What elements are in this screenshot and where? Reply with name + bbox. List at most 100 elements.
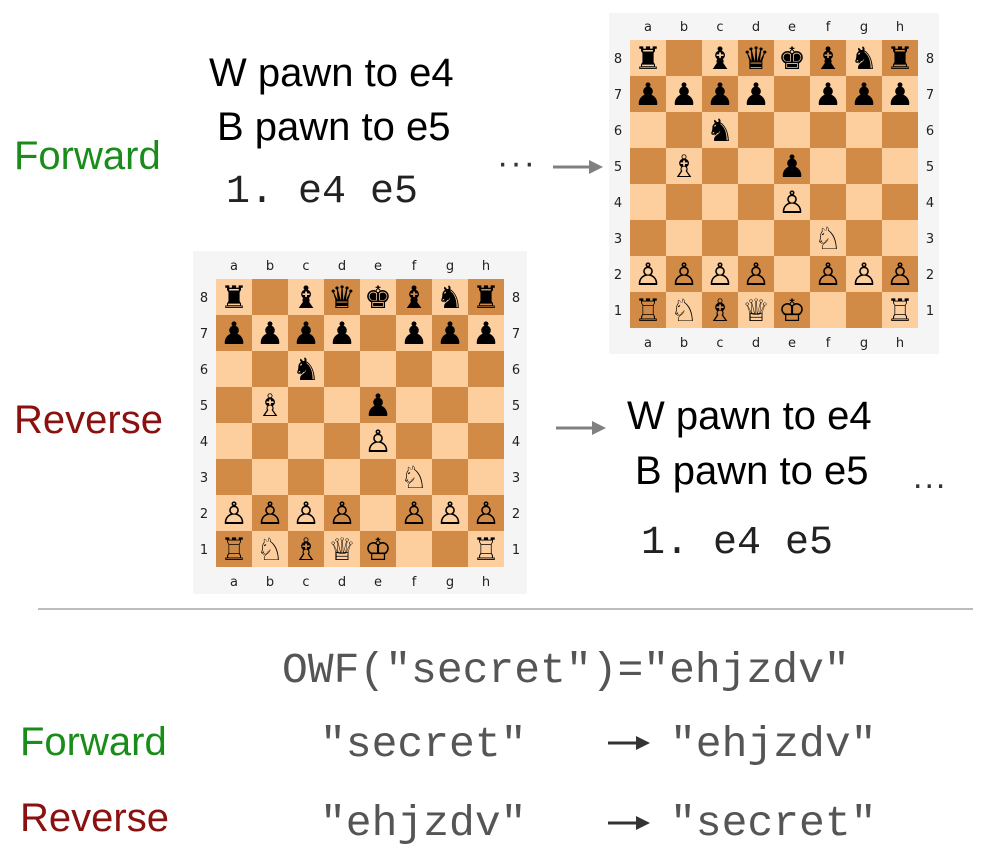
board-square-d1 bbox=[738, 292, 774, 328]
board-square-c6 bbox=[288, 351, 324, 387]
owf-forward-label: Forward bbox=[20, 720, 167, 764]
chess-piece: ♝ bbox=[706, 41, 734, 77]
chess-piece: ♟ bbox=[850, 77, 878, 113]
board-square-c6 bbox=[702, 112, 738, 148]
board-square-c5 bbox=[702, 148, 738, 184]
board-square-g2 bbox=[432, 495, 468, 531]
board-square-b6 bbox=[252, 351, 288, 387]
owf-equation: OWF("secret")="ehjzdv" bbox=[282, 646, 850, 695]
board-square-b2 bbox=[252, 495, 288, 531]
board-square-h5 bbox=[468, 387, 504, 423]
file-label-bottom: g bbox=[446, 575, 454, 590]
board-square-e7 bbox=[360, 315, 396, 351]
file-label-bottom: d bbox=[752, 336, 760, 351]
chess-piece: ♚ bbox=[778, 41, 806, 77]
chess-piece: ♚ bbox=[364, 280, 392, 316]
board-square-f5 bbox=[810, 148, 846, 184]
board-square-b7 bbox=[252, 315, 288, 351]
board-square-d6 bbox=[738, 112, 774, 148]
rank-label-left: 3 bbox=[200, 471, 208, 486]
file-label-bottom: c bbox=[716, 336, 723, 351]
board-square-c1 bbox=[702, 292, 738, 328]
rank-label-right: 2 bbox=[926, 268, 934, 283]
file-label-top: h bbox=[482, 259, 490, 274]
board-square-h7 bbox=[468, 315, 504, 351]
chess-piece: ♙ bbox=[850, 257, 878, 293]
rank-label-left: 2 bbox=[200, 507, 208, 522]
board-square-a3 bbox=[630, 220, 666, 256]
chess-board-reverse-svg: ♜♝♛♚♝♞♜♟♟♟♟♟♟♟♞♗♟♙♘♙♙♙♙♙♙♙♖♘♗♕♔♖aabbccdd… bbox=[200, 259, 520, 590]
board-square-b6 bbox=[666, 112, 702, 148]
chess-piece: ♟ bbox=[400, 316, 428, 352]
board-square-g5 bbox=[846, 148, 882, 184]
board-square-d7 bbox=[324, 315, 360, 351]
board-square-g4 bbox=[846, 184, 882, 220]
board-square-c7 bbox=[288, 315, 324, 351]
board-square-a1 bbox=[216, 531, 252, 567]
board-square-e5 bbox=[774, 148, 810, 184]
chess-piece: ♖ bbox=[472, 532, 500, 568]
chess-piece: ♙ bbox=[742, 257, 770, 293]
rank-label-right: 5 bbox=[512, 399, 520, 414]
chess-piece: ♖ bbox=[220, 532, 248, 568]
board-square-d1 bbox=[324, 531, 360, 567]
reverse-move-white: W pawn to e4 bbox=[627, 394, 872, 438]
chess-piece: ♙ bbox=[472, 496, 500, 532]
chess-piece: ♙ bbox=[364, 424, 392, 460]
chess-piece: ♟ bbox=[436, 316, 464, 352]
file-label-top: b bbox=[680, 20, 688, 35]
chess-piece: ♙ bbox=[220, 496, 248, 532]
board-square-h8 bbox=[468, 279, 504, 315]
chess-piece: ♟ bbox=[670, 77, 698, 113]
board-square-f4 bbox=[810, 184, 846, 220]
board-square-a6 bbox=[630, 112, 666, 148]
board-square-e4 bbox=[774, 184, 810, 220]
board-square-b2 bbox=[666, 256, 702, 292]
board-square-h3 bbox=[882, 220, 918, 256]
rank-label-left: 4 bbox=[614, 196, 622, 211]
forward-chess-label: Forward bbox=[14, 134, 161, 178]
board-square-g6 bbox=[846, 112, 882, 148]
chess-piece: ♙ bbox=[706, 257, 734, 293]
board-square-f3 bbox=[396, 459, 432, 495]
reverse-chess-label: Reverse bbox=[14, 398, 163, 442]
chess-piece: ♖ bbox=[886, 293, 914, 329]
chess-piece: ♙ bbox=[670, 257, 698, 293]
chess-piece: ♞ bbox=[706, 113, 734, 149]
board-square-c7 bbox=[702, 76, 738, 112]
owf-reverse-output: "secret" bbox=[670, 799, 877, 848]
board-square-f2 bbox=[396, 495, 432, 531]
board-square-d5 bbox=[738, 148, 774, 184]
board-square-g5 bbox=[432, 387, 468, 423]
chess-piece: ♟ bbox=[292, 316, 320, 352]
board-square-e6 bbox=[774, 112, 810, 148]
rank-label-left: 7 bbox=[614, 88, 622, 103]
board-square-g7 bbox=[846, 76, 882, 112]
chess-board-forward-svg: ♜♝♛♚♝♞♜♟♟♟♟♟♟♟♞♗♟♙♘♙♙♙♙♙♙♙♖♘♗♕♔♖aabbccdd… bbox=[614, 20, 934, 351]
rank-label-left: 1 bbox=[614, 304, 622, 319]
board-square-d8 bbox=[324, 279, 360, 315]
owf-forward-input: "secret" bbox=[320, 720, 527, 769]
file-label-bottom: c bbox=[302, 575, 309, 590]
file-label-bottom: e bbox=[788, 336, 796, 351]
board-square-e5 bbox=[360, 387, 396, 423]
board-square-f6 bbox=[396, 351, 432, 387]
board-square-b5 bbox=[252, 387, 288, 423]
chess-piece: ♙ bbox=[436, 496, 464, 532]
chess-piece: ♟ bbox=[328, 316, 356, 352]
board-square-a8 bbox=[630, 40, 666, 76]
board-square-b4 bbox=[666, 184, 702, 220]
chess-piece: ♟ bbox=[634, 77, 662, 113]
right-arrow-icon bbox=[553, 160, 603, 174]
chess-piece: ♝ bbox=[814, 41, 842, 77]
file-label-bottom: g bbox=[860, 336, 868, 351]
rank-label-right: 8 bbox=[512, 291, 520, 306]
board-square-c8 bbox=[288, 279, 324, 315]
board-square-c3 bbox=[702, 220, 738, 256]
rank-label-right: 1 bbox=[926, 304, 934, 319]
file-label-bottom: b bbox=[680, 336, 688, 351]
board-square-f7 bbox=[810, 76, 846, 112]
board-square-d2 bbox=[324, 495, 360, 531]
forward-move-white: W pawn to e4 bbox=[209, 51, 454, 95]
chess-piece: ♜ bbox=[220, 280, 248, 316]
